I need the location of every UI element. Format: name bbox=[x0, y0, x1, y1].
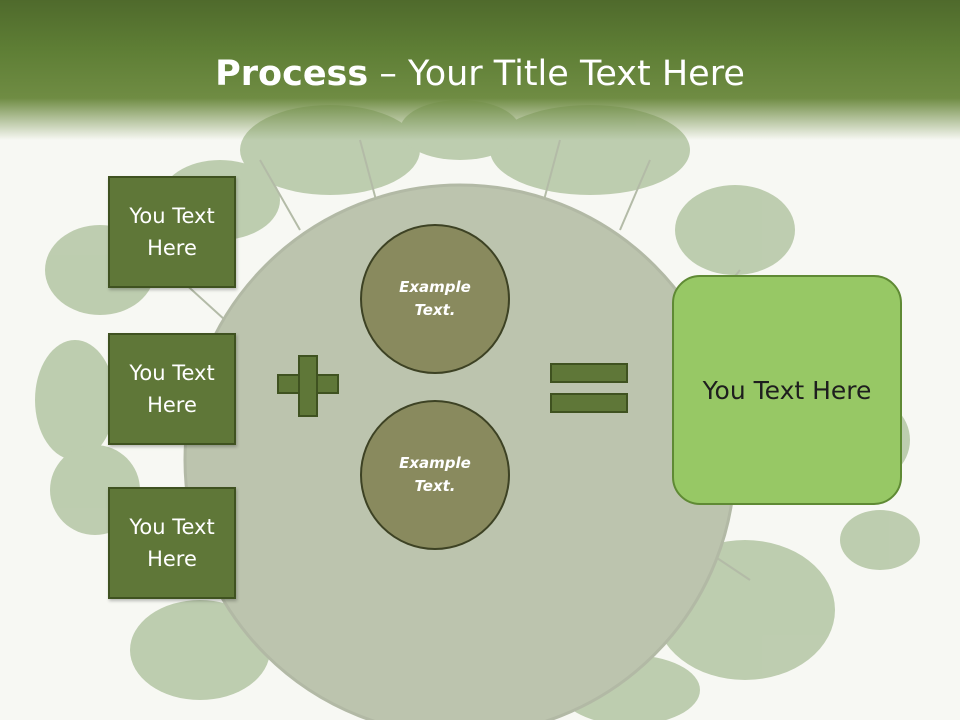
text-box-1: You Text Here bbox=[108, 176, 236, 288]
text-box-2: You Text Here bbox=[108, 333, 236, 445]
example-circle-2: Example Text. bbox=[360, 400, 510, 550]
text-box-3-label: You Text Here bbox=[129, 515, 215, 571]
text-box-3: You Text Here bbox=[108, 487, 236, 599]
title-bold: Process bbox=[215, 54, 369, 94]
example-circle-2-label: Example Text. bbox=[399, 454, 471, 495]
text-box-2-label: You Text Here bbox=[129, 361, 215, 417]
result-box: You Text Here bbox=[672, 275, 902, 505]
header-band bbox=[0, 0, 960, 140]
example-circle-1-label: Example Text. bbox=[399, 278, 471, 319]
result-box-label: You Text Here bbox=[702, 375, 872, 405]
title-rest: – Your Title Text Here bbox=[368, 54, 745, 94]
example-circle-1: Example Text. bbox=[360, 224, 510, 374]
text-box-1-label: You Text Here bbox=[129, 204, 215, 260]
slide-title: Process – Your Title Text Here bbox=[0, 52, 960, 96]
